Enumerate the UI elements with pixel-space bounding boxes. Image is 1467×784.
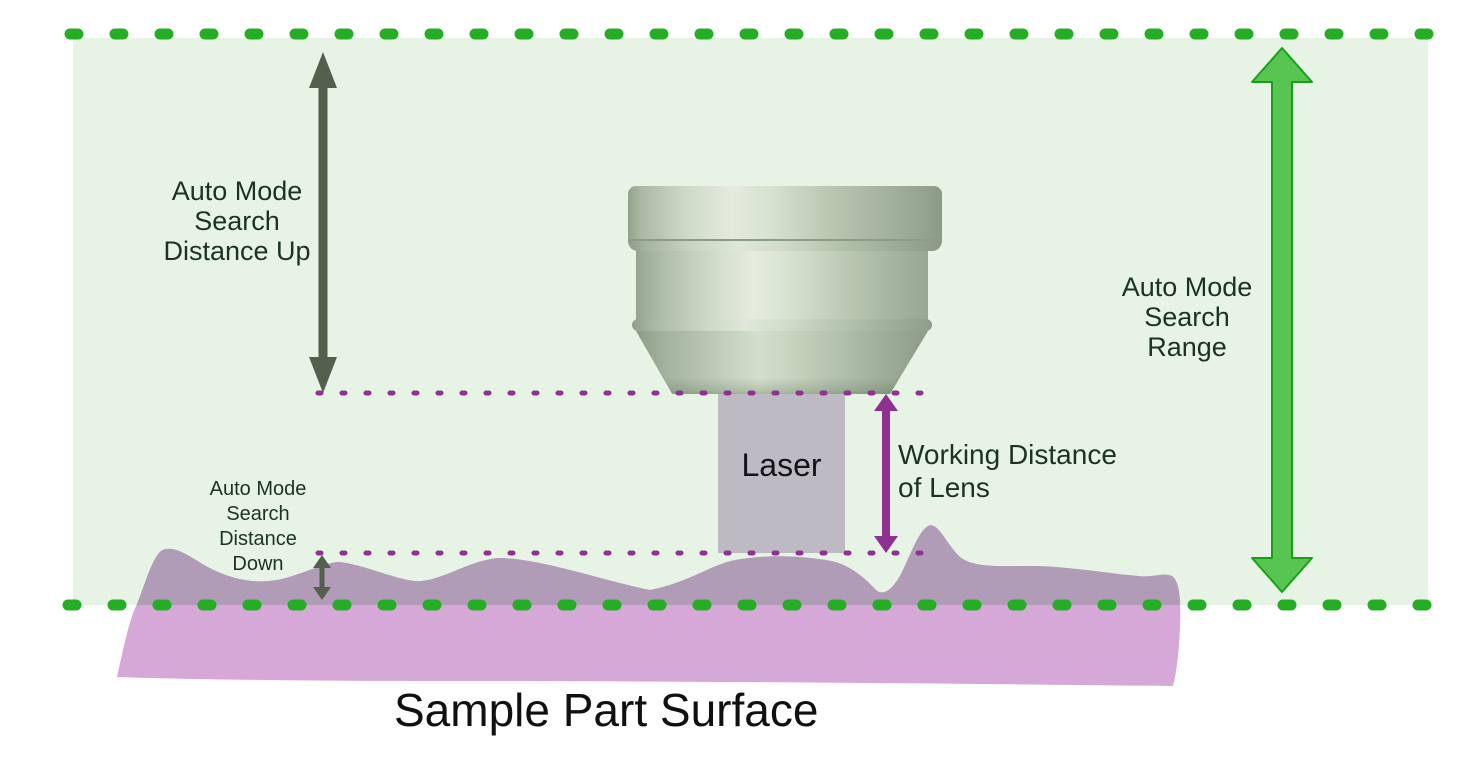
lens-body-middle (636, 251, 928, 321)
lens-body-cone (636, 331, 928, 394)
label-working-distance: Working Distance of Lens (898, 439, 1117, 503)
label-search-range: Auto Mode Search Range (1121, 272, 1253, 362)
laser-beam: Laser (718, 394, 845, 553)
lens-body-ridge (632, 319, 932, 331)
label-search-distance-up: Auto Mode Search Distance Up (163, 176, 311, 266)
label-sample-part-surface: Sample Part Surface (394, 684, 819, 736)
label-search-distance-down: Auto Mode Search Distance Down (209, 478, 307, 575)
laser-label: Laser (741, 447, 822, 483)
lens-body-top (628, 186, 942, 241)
lens-body-collar (628, 241, 942, 251)
